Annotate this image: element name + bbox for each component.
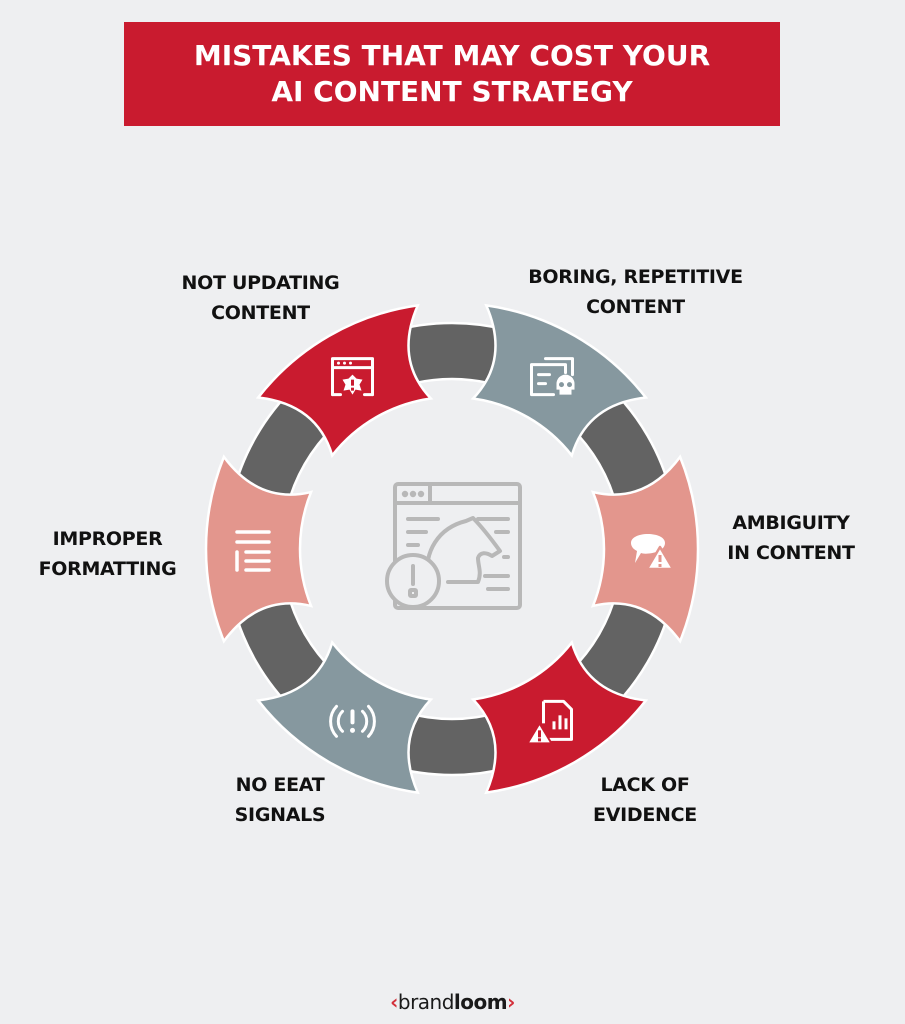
- browser-window-gear-alert-icon: [331, 357, 374, 397]
- title-banner: MISTAKES THAT MAY COST YOUR AI CONTENT S…: [124, 22, 780, 126]
- text-list-icon: [235, 530, 271, 572]
- segment-improper-formatting: [204, 454, 314, 644]
- browser-window-chess-knight-warning-icon: [385, 482, 522, 610]
- segment-no-eeat: [255, 639, 434, 795]
- signal-alert-icon: [329, 704, 376, 738]
- title-line-1: MISTAKES THAT MAY COST YOUR: [193, 39, 711, 72]
- chat-bubble-warning-icon: [631, 534, 675, 571]
- logo-left-chevron: ‹: [390, 990, 398, 1014]
- report-chart-warning-icon: [526, 699, 573, 745]
- title-line-2: AI CONTENT STRATEGY: [271, 75, 633, 108]
- segment-icons: [235, 357, 675, 745]
- document-skull-icon: [530, 357, 575, 397]
- logo-right-chevron: ›: [507, 990, 515, 1014]
- logo-brand-text: brand: [397, 990, 455, 1014]
- logo-loom-text: loom: [453, 990, 508, 1014]
- brandloom-logo: ‹brandloom›: [0, 990, 905, 1014]
